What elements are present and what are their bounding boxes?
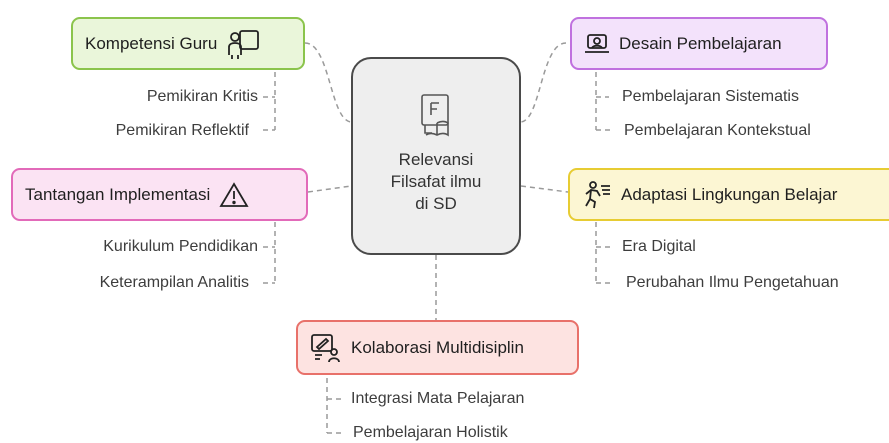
subtopic-era-digital: Era Digital: [622, 238, 696, 255]
connector-kompetensi-items: [263, 72, 276, 131]
topic-label: Kompetensi Guru: [85, 33, 218, 53]
subtopic-pembelajaran-holistik: Pembelajaran Holistik: [353, 424, 508, 441]
connector-desain: [520, 42, 567, 123]
subtopic-pemikiran-reflektif: Pemikiran Reflektif: [115, 122, 249, 139]
subtopic-keterampilan-analitis: Keterampilan Analitis: [99, 274, 249, 291]
topic-label: Kolaborasi Multidisiplin: [351, 337, 524, 357]
running-person-icon: [585, 180, 610, 208]
subtopic-integrasi-mata-pelajaran: Integrasi Mata Pelajaran: [351, 390, 525, 407]
subtopic-perubahan-ilmu-pengetahuan: Perubahan Ilmu Pengetahuan: [626, 274, 839, 291]
connector-tantangan: [307, 185, 352, 193]
subtopic-kurikulum-pendidikan: Kurikulum Pendidikan: [103, 238, 258, 255]
collaboration-icon: [311, 333, 340, 362]
topic-label: Desain Pembelajaran: [619, 33, 782, 53]
central-title: Relevansi Filsafat ilmu di SD: [390, 150, 482, 213]
topic-label: Tantangan Implementasi: [25, 184, 211, 204]
topic-adaptasi-lingkungan-belajar: Adaptasi Lingkungan Belajar: [568, 168, 889, 221]
filosofi-book-icon: [421, 94, 449, 137]
central-topic: Relevansi Filsafat ilmu di SD: [351, 57, 521, 255]
connector-adaptasi-items: [595, 222, 611, 284]
connector-kolaborasi-items: [326, 378, 341, 434]
connector-desain-items: [595, 72, 611, 131]
subtopic-pembelajaran-kontekstual: Pembelajaran Kontekstual: [624, 122, 811, 139]
topic-label: Adaptasi Lingkungan Belajar: [621, 184, 838, 204]
subtopic-pemikiran-kritis: Pemikiran Kritis: [146, 88, 258, 105]
connector-kompetensi: [304, 42, 352, 123]
teacher-board-icon: [228, 29, 260, 59]
connector-adaptasi: [520, 185, 569, 193]
topic-desain-pembelajaran: Desain Pembelajaran: [570, 17, 828, 70]
subtopic-pembelajaran-sistematis: Pembelajaran Sistematis: [622, 88, 799, 105]
topic-kompetensi-guru: Kompetensi Guru: [71, 17, 305, 70]
connector-tantangan-items: [263, 222, 276, 284]
laptop-design-icon: [585, 33, 609, 53]
topic-tantangan-implementasi: Tantangan Implementasi: [11, 168, 308, 221]
warning-triangle-icon: [219, 181, 249, 207]
topic-kolaborasi-multidisiplin: Kolaborasi Multidisiplin: [296, 320, 579, 375]
